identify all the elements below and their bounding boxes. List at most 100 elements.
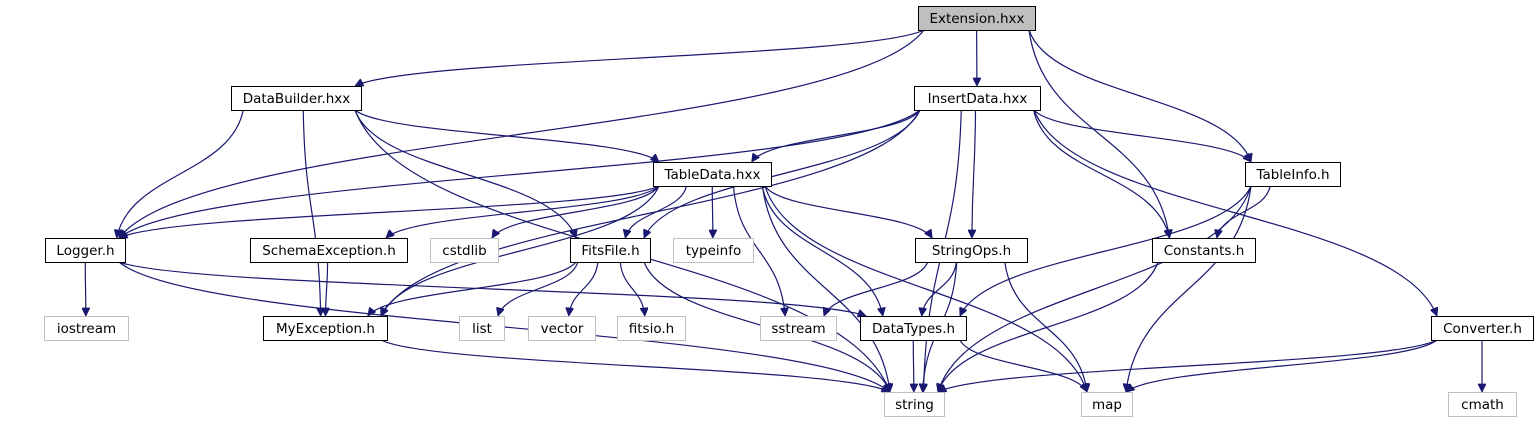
edge-tabledata-to-datatypes	[761, 185, 883, 316]
edge-tabledata-to-string	[761, 185, 891, 392]
node-vector-box	[528, 316, 596, 341]
node-vector-label: vector	[541, 321, 584, 337]
edge-fitsfile-to-vector	[569, 261, 599, 316]
node-tableinfo-box	[1245, 162, 1341, 187]
node-tableinfo[interactable]: TableInfo.h	[1245, 162, 1341, 187]
edge-tabledata-to-fitsfile	[625, 185, 688, 238]
node-extension-label: Extension.hxx	[929, 11, 1024, 27]
edge-insertdata-to-tableinfo	[1033, 109, 1251, 162]
node-schemaexception[interactable]: SchemaException.h	[250, 238, 408, 263]
node-myexception-label: MyException.h	[276, 321, 375, 337]
node-cstdlib: cstdlib	[430, 238, 499, 263]
node-cstdlib-label: cstdlib	[442, 243, 486, 259]
edge-tableinfo-to-datatypes	[960, 185, 1252, 316]
node-list-box	[459, 316, 505, 341]
edge-insertdata-to-fitsfile	[644, 109, 921, 238]
node-datatypes-label: DataTypes.h	[872, 321, 955, 337]
node-string-box	[884, 392, 945, 417]
node-sstream: sstream	[760, 316, 837, 341]
node-constants[interactable]: Constants.h	[1152, 238, 1256, 263]
node-typeinfo-box	[673, 238, 754, 263]
node-tabledata-label: TableData.hxx	[664, 167, 761, 183]
node-string-label: string	[895, 397, 934, 413]
node-insertdata[interactable]: InsertData.hxx	[914, 86, 1041, 111]
node-insertdata-label: InsertData.hxx	[928, 91, 1028, 107]
node-stringops[interactable]: StringOps.h	[915, 238, 1028, 263]
node-logger[interactable]: Logger.h	[45, 238, 126, 263]
node-fitsio-box	[617, 316, 686, 341]
node-typeinfo: typeinfo	[673, 238, 754, 263]
edge-fitsfile-to-fitsio	[619, 261, 645, 316]
edge-tabledata-to-cstdlib	[491, 185, 660, 238]
edge-converter-to-string	[938, 339, 1438, 393]
edge-stringops-to-map	[1004, 261, 1087, 392]
edge-logger-to-iostream	[85, 261, 86, 316]
node-myexception[interactable]: MyException.h	[263, 316, 388, 341]
edge-fitsfile-to-list	[498, 261, 579, 316]
node-datatypes-box	[860, 316, 967, 341]
edge-tabledata-to-typeinfo	[712, 185, 713, 238]
edge-databuilder-to-fitsfile	[354, 109, 576, 238]
node-logger-label: Logger.h	[56, 243, 114, 259]
node-list: list	[459, 316, 505, 341]
edge-stringops-to-sstream	[824, 261, 929, 316]
edge-constants-to-string	[938, 261, 1159, 392]
node-fitsfile[interactable]: FitsFile.h	[570, 238, 651, 263]
node-iostream-label: iostream	[57, 321, 116, 337]
node-schemaexception-box	[250, 238, 408, 263]
node-myexception-box	[263, 316, 388, 341]
node-iostream: iostream	[44, 316, 129, 341]
node-extension[interactable]: Extension.hxx	[918, 6, 1036, 31]
node-vector: vector	[528, 316, 596, 341]
node-fitsfile-box	[570, 238, 651, 263]
edge-tabledata-to-map	[764, 185, 1087, 392]
node-cmath: cmath	[1448, 392, 1517, 417]
node-typeinfo-label: typeinfo	[686, 243, 741, 259]
node-converter-box	[1431, 316, 1534, 341]
node-fitsio: fitsio.h	[617, 316, 686, 341]
node-stringops-label: StringOps.h	[932, 243, 1011, 259]
node-iostream-box	[44, 316, 129, 341]
edge-tabledata-to-sstream	[732, 185, 786, 316]
edge-converter-to-map	[1126, 339, 1438, 392]
edge-insertdata-to-constants	[1033, 109, 1170, 238]
node-datatypes[interactable]: DataTypes.h	[860, 316, 967, 341]
edge-fitsfile-to-myexception	[368, 261, 577, 316]
node-tabledata[interactable]: TableData.hxx	[653, 162, 772, 187]
edge-databuilder-to-myexception	[302, 109, 320, 316]
node-logger-box	[45, 238, 126, 263]
edge-tabledata-to-logger	[119, 185, 660, 238]
edge-myexception-to-string	[380, 339, 890, 393]
node-sstream-box	[760, 316, 837, 341]
node-sstream-label: sstream	[771, 321, 825, 337]
node-map: map	[1081, 392, 1133, 417]
node-converter-label: Converter.h	[1443, 321, 1522, 337]
node-cmath-box	[1448, 392, 1517, 417]
edge-logger-to-datatypes	[118, 261, 866, 316]
edge-extension-to-databuilder	[355, 29, 925, 87]
node-databuilder[interactable]: DataBuilder.hxx	[231, 86, 362, 111]
node-constants-box	[1152, 238, 1256, 263]
node-stringops-box	[915, 238, 1028, 263]
edge-extension-to-logger	[119, 29, 925, 238]
edge-extension-to-tableinfo	[1028, 29, 1251, 162]
edge-databuilder-to-tabledata	[354, 109, 659, 162]
node-tabledata-box	[653, 162, 772, 187]
edge-tabledata-to-schemaexception	[386, 185, 660, 238]
node-map-label: map	[1092, 397, 1122, 413]
node-tableinfo-label: TableInfo.h	[1255, 167, 1329, 183]
edge-insertdata-to-tabledata	[751, 109, 921, 162]
node-list-label: list	[472, 321, 492, 337]
node-converter[interactable]: Converter.h	[1431, 316, 1534, 341]
edge-tabledata-to-myexception	[381, 185, 660, 316]
node-fitsfile-label: FitsFile.h	[581, 243, 639, 259]
node-schemaexception-label: SchemaException.h	[262, 243, 396, 259]
node-fitsio-label: fitsio.h	[629, 321, 674, 337]
edge-tabledata-to-stringops	[764, 185, 933, 238]
node-databuilder-label: DataBuilder.hxx	[243, 91, 351, 107]
edge-insertdata-to-stringops	[972, 109, 977, 238]
node-extension-box	[918, 6, 1036, 31]
node-cmath-label: cmath	[1461, 397, 1504, 413]
